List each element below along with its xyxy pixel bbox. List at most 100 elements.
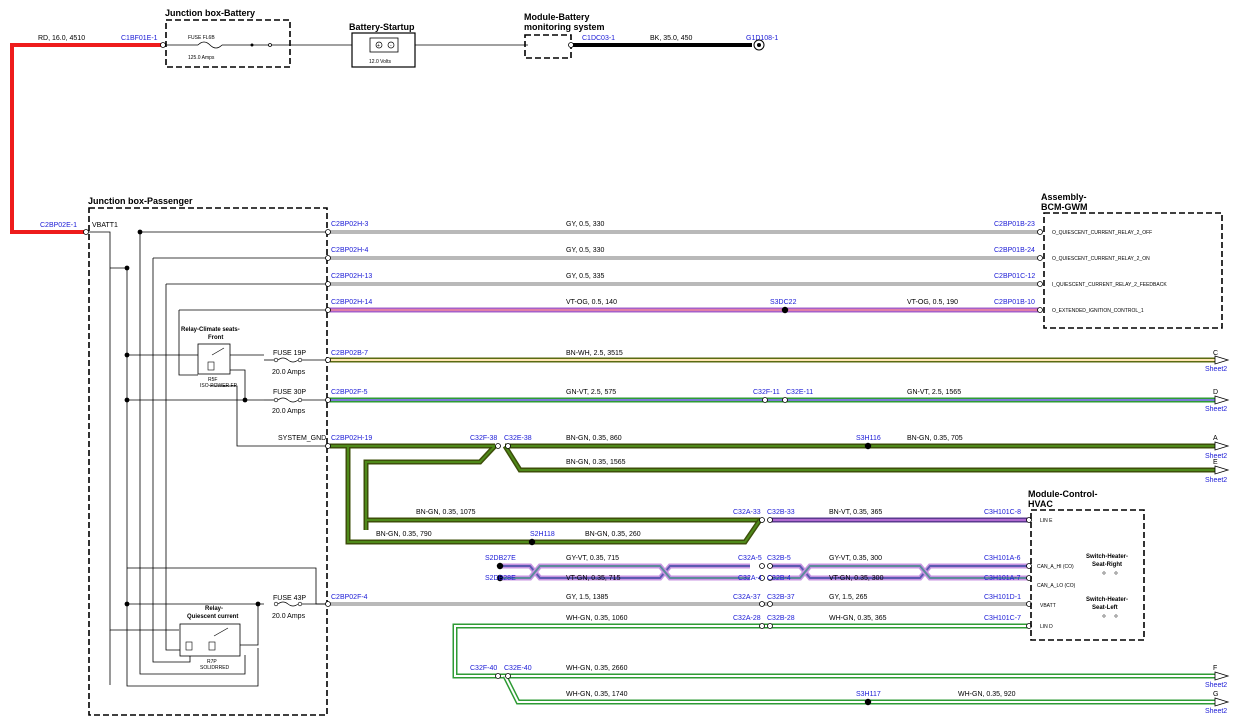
- bcm-module: Assembly- BCM-GWM O_QUIESCENT_CURRENT_RE…: [1041, 192, 1223, 329]
- relay-climate-sub-2: ISO-POWER FP: [200, 383, 238, 389]
- w10-splice: S2H118: [530, 531, 555, 538]
- w8-sheet: Sheet2: [1205, 477, 1227, 484]
- hvac-pin-2: CAN_A_HI (CO): [1037, 564, 1074, 570]
- fuse-fl6b-amps: 125.0 Amps: [188, 55, 215, 61]
- w4-splice: S3DC22: [770, 299, 797, 306]
- w9-label-b: BN-VT, 0.35, 365: [829, 509, 882, 516]
- w6-from: C2BP02F-5: [331, 389, 368, 396]
- hvac-module: Module-Control- HVAC LIN E CAN_A_HI (CO)…: [1028, 489, 1145, 641]
- wire-bk-label: BK, 35.0, 450: [650, 35, 693, 42]
- bcm-title-1: Assembly-: [1041, 192, 1087, 202]
- conn-c1dc03-label: C1DC03-1: [582, 35, 615, 42]
- w15-label: WH-GN, 0.35, 2660: [566, 665, 628, 672]
- w5-label: BN-WH, 2.5, 3515: [566, 350, 623, 357]
- splice-s2db28e: [496, 574, 504, 582]
- w13-label2: GY, 1.5, 265: [829, 594, 868, 601]
- relay-quiescent-symbol: [179, 623, 241, 657]
- w13-from: C2BP02F-4: [331, 594, 368, 601]
- w11-label2: GY-VT, 0.35, 300: [829, 555, 882, 562]
- wire-rd-label: RD, 16.0, 4510: [38, 35, 85, 42]
- switch-right-1: Switch-Heater-: [1086, 554, 1128, 560]
- w4-from: C2BP02H-14: [331, 299, 372, 306]
- w3-label: GY, 0.5, 335: [566, 273, 605, 280]
- w13-to: C3H101D-1: [984, 594, 1021, 601]
- module-battery-title-2: monitoring system: [524, 22, 605, 32]
- switch-left-2: Seat-Left: [1092, 605, 1118, 611]
- svg-text:-: -: [390, 43, 392, 49]
- w13-label1: GY, 1.5, 1385: [566, 594, 608, 601]
- w5-letter: C: [1213, 350, 1218, 357]
- battery-volts: 12.0 Volts: [369, 59, 391, 65]
- w11-conn1: C32A-5: [738, 555, 762, 562]
- bcm-title-2: BCM-GWM: [1041, 202, 1088, 212]
- w6-label1: GN-VT, 2.5, 575: [566, 389, 616, 396]
- fuse-fl6b-label: FUSE FL6B: [188, 35, 215, 41]
- hvac-title-2: HVAC: [1028, 499, 1053, 509]
- w7-splice: S3H116: [856, 435, 881, 442]
- fuse30-label: FUSE 30P: [273, 389, 306, 396]
- w16-letter: G: [1213, 691, 1218, 698]
- w13-conn2: C32B-37: [767, 594, 795, 601]
- wire-wh-gn-network: [452, 623, 1215, 705]
- w9-conn1: C32A-33: [733, 509, 761, 516]
- w2-from: C2BP02H-4: [331, 247, 368, 254]
- w6-conn2: C32E-11: [786, 389, 813, 396]
- splice-s3dc22: [781, 306, 789, 314]
- fuse-30p: FUSE 30P 20.0 Amps: [264, 389, 327, 415]
- wire-labels: C2BP02H-3 GY, 0.5, 330 C2BP01B-23 C2BP02…: [331, 221, 1227, 715]
- module-battery-box: [524, 34, 572, 59]
- w12-label2: VT-GN, 0.35, 300: [829, 575, 884, 582]
- relay-quiescent-title-1: Relay-: [205, 606, 223, 612]
- w15-conn2: C32E-40: [504, 665, 532, 672]
- w14-conn1: C32A-28: [733, 615, 761, 622]
- jb-battery-box: [165, 19, 291, 68]
- w14-conn2: C32B-28: [767, 615, 795, 622]
- fuse-fl6b-symbol: [197, 41, 223, 49]
- w12-conn2: C32B-4: [767, 575, 791, 582]
- w9-to: C3H101C-8: [984, 509, 1021, 516]
- w12-label1: VT-GN, 0.35, 715: [566, 575, 621, 582]
- fuse43-amps: 20.0 Amps: [272, 613, 306, 620]
- w3-to: C2BP01C-12: [994, 273, 1035, 280]
- w1-to: C2BP01B-23: [994, 221, 1035, 228]
- splice-s2h118: [528, 538, 536, 546]
- w16-label1: WH-GN, 0.35, 1740: [566, 691, 628, 698]
- splice-s3h117: [864, 698, 872, 706]
- w7-label1: BN-GN, 0.35, 860: [566, 435, 622, 442]
- wires: [325, 229, 1230, 707]
- jb-passenger-title: Junction box-Passenger: [88, 196, 193, 206]
- w1-from: C2BP02H-3: [331, 221, 368, 228]
- hvac-title-1: Module-Control-: [1028, 489, 1097, 499]
- w7-sheet: Sheet2: [1205, 453, 1227, 460]
- top-section: RD, 16.0, 4510 C1BF01E-1 Junction box-Ba…: [10, 8, 778, 234]
- w16-splice: S3H117: [856, 691, 881, 698]
- w8-letter: E: [1213, 459, 1218, 466]
- w15-conn1: C32F-40: [470, 665, 497, 672]
- w12-conn1: C32A-4: [738, 575, 762, 582]
- bcm-pin-4: O_EXTENDED_IGNITION_CONTROL_1: [1052, 308, 1144, 314]
- vbatt1-label: VBATT1: [92, 222, 118, 229]
- w4-to: C2BP01B-10: [994, 299, 1035, 306]
- hvac-box: [1030, 509, 1145, 641]
- w7-label2: BN-GN, 0.35, 705: [907, 435, 963, 442]
- w2-to: C2BP01B-24: [994, 247, 1035, 254]
- sheet-arrows: [1214, 355, 1230, 707]
- bcm-pin-3: I_QUIESCENT_CURRENT_RELAY_2_FEEDBACK: [1052, 282, 1167, 288]
- fuse-19p: FUSE 19P 20.0 Amps: [264, 350, 327, 376]
- w7-from: C2BP02H-19: [331, 435, 372, 442]
- module-battery-title-1: Module-Battery: [524, 12, 590, 22]
- battery-startup-title: Battery-Startup: [349, 22, 415, 32]
- bcm-pin-1: O_QUIESCENT_CURRENT_RELAY_2_OFF: [1052, 230, 1152, 236]
- wire-can-pair: [500, 563, 1029, 581]
- fuse19-label: FUSE 19P: [273, 350, 306, 357]
- w9-conn2: C32B-33: [767, 509, 795, 516]
- w7-letter: A: [1213, 435, 1218, 442]
- conn-g1d108-label: G1D108-1: [746, 35, 778, 42]
- switch-left-1: Switch-Heater-: [1086, 597, 1128, 603]
- w6-letter: D: [1213, 389, 1218, 396]
- relay-quiescent-title-2: Quiescent current: [187, 614, 238, 620]
- w11-conn2: C32B-5: [767, 555, 791, 562]
- switch-right-2: Seat-Right: [1092, 562, 1122, 568]
- w11-to: C3H101A-6: [984, 555, 1021, 562]
